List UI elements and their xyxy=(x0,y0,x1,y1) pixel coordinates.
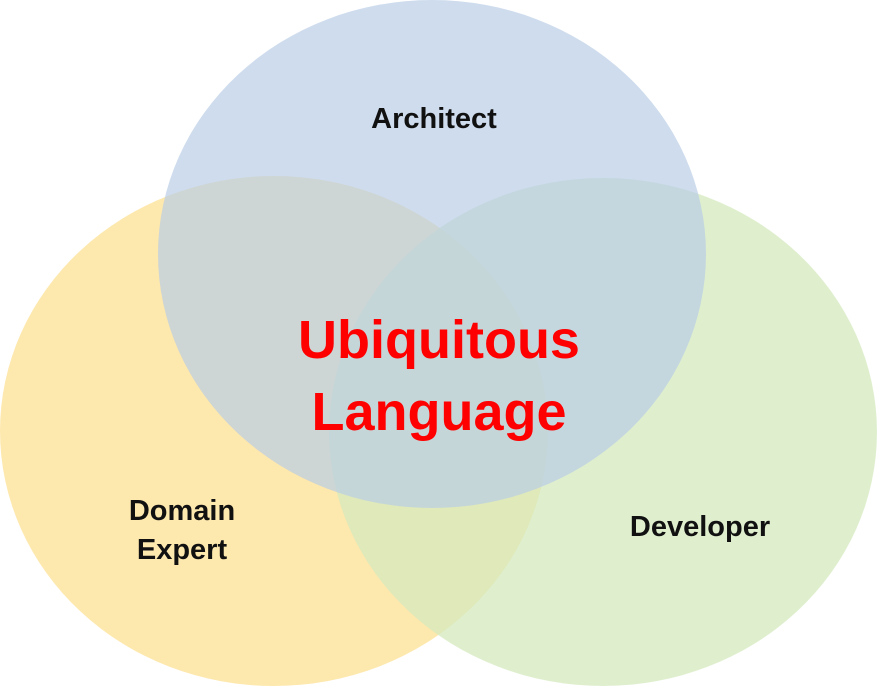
label-domain-expert: Domain Expert xyxy=(82,492,282,570)
center-label-line-2: Language xyxy=(311,382,567,442)
center-label: Ubiquitous Language xyxy=(219,304,659,448)
label-developer-text: Developer xyxy=(629,511,771,543)
label-domain-expert-line-1: Domain xyxy=(128,495,236,527)
label-domain-expert-line-2: Expert xyxy=(136,534,228,566)
circle-architect-shape xyxy=(158,0,706,508)
center-label-line-1: Ubiquitous xyxy=(298,310,580,370)
label-architect: Architect xyxy=(334,100,534,139)
label-developer: Developer xyxy=(600,508,800,547)
label-architect-text: Architect xyxy=(371,103,497,135)
